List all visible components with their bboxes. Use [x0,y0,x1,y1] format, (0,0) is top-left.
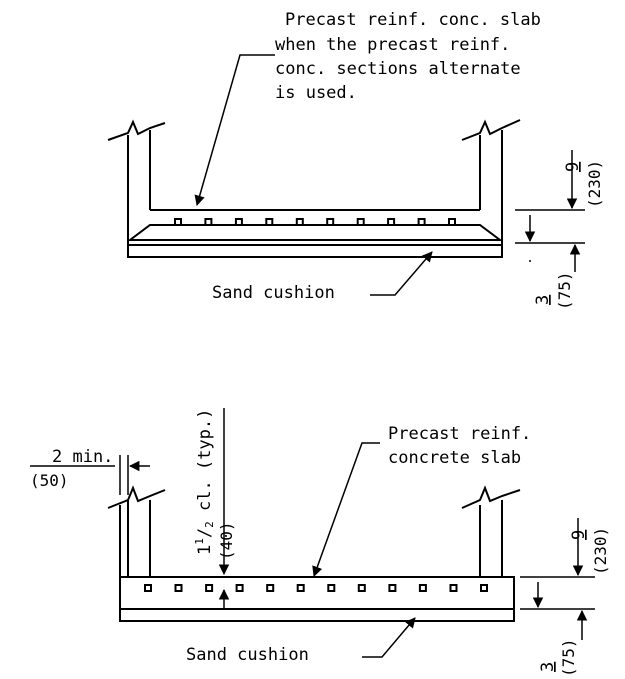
top-slab-note-line-2: when the precast reinf. [275,35,510,55]
top-rebar [234,218,243,226]
bottom-right-wall [461,485,521,577]
bottom-rebar [235,584,244,592]
bottom-left-wall [107,485,166,577]
bottom-rebar [266,584,275,592]
bottom-gap-dimension: 2 min. (50) [30,447,150,495]
bottom-dim-sand: 3 (75) [532,582,588,677]
bottom-clear-metric: (40) [217,521,236,560]
bottom-clear-label: 11/2 cl. (typ.) [193,409,216,555]
top-dim-sand: 3 (75) [524,215,581,310]
bottom-precast-slab [119,576,515,610]
bottom-rebar [205,584,214,592]
top-rebar [356,218,365,226]
top-sand-cushion [127,244,503,258]
bottom-sand-leader [362,617,416,658]
bottom-dim-sand-metric: (75) [559,638,578,677]
top-rebar [448,218,456,226]
bottom-gap-label: 2 min. [52,447,113,467]
bottom-rebar [174,584,183,592]
bottom-slab-note: Precast reinf. concrete slab [388,424,531,468]
top-dim-slab-value: 9 [563,162,583,172]
top-reinforcing-bars [174,218,456,226]
bottom-rebar [327,584,336,592]
top-slab-note-line-1: Precast reinf. conc. slab [285,10,541,30]
top-note-leader [194,54,275,207]
bottom-sand-cushion [119,608,515,622]
top-slab-note-line-4: is used. [275,83,357,103]
top-rebar [295,218,304,226]
top-sand-leader [370,251,433,296]
top-sand-label: Sand cushion [212,283,335,303]
top-rebar [174,218,182,226]
bottom-rebar [388,584,397,592]
top-rebar [326,218,335,226]
bottom-clear-cover: 11/2 cl. (typ.) (40) [193,408,236,608]
bottom-rebar [480,584,488,592]
bottom-detail: Precast reinf. concrete slab 2 min. (50)… [30,408,610,677]
top-dim-slab-metric: (230) [585,160,604,208]
top-dim-sand-metric: (75) [555,271,574,310]
bottom-dim-slab-metric: (230) [591,527,610,575]
top-rebar [204,218,213,226]
top-rebar [417,218,426,226]
top-rebar [265,218,274,226]
bottom-sand-label: Sand cushion [186,645,309,665]
bottom-rebar [144,584,152,592]
top-slab-note: Precast reinf. conc. slab when the preca… [275,10,541,103]
top-detail: Precast reinf. conc. slab when the preca… [107,10,604,310]
top-left-wall [107,119,166,245]
bottom-slab-note-line-1: Precast reinf. [388,424,531,444]
bottom-dim-slab-value: 9 [569,530,589,540]
bottom-gap-metric: (50) [30,471,69,490]
bottom-note-leader [312,442,380,577]
bottom-rebar [296,584,305,592]
bottom-dim-slab: 9 (230) [520,518,610,610]
bottom-slab-note-line-2: concrete slab [388,448,521,468]
top-slab-haunch [127,224,503,241]
top-dim-sand-value: 3 [533,295,553,305]
bottom-rebar [418,584,427,592]
top-dim-slab: 9 (230) [515,150,604,244]
top-slab-note-line-3: conc. sections alternate [275,59,521,79]
top-right-wall [461,119,521,245]
bottom-reinforcing-bars [144,584,488,592]
bottom-rebar [449,584,458,592]
top-rebar [387,218,396,226]
bottom-dim-sand-value: 3 [538,662,558,672]
bottom-rebar [357,584,366,592]
